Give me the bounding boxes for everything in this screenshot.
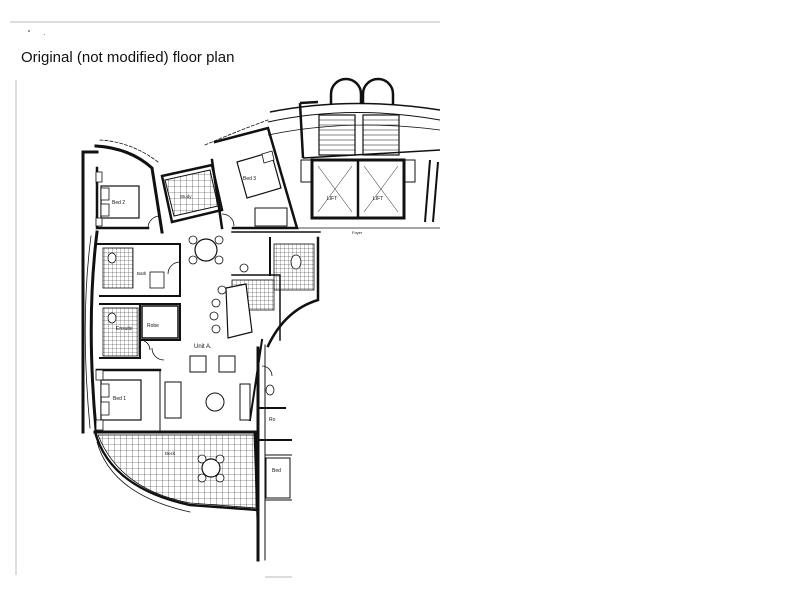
room-label-bed-east: Bed: [272, 468, 281, 474]
lift-label-2: LIFT: [373, 196, 383, 202]
room-label-bed-2: Bed 2: [112, 200, 125, 206]
foyer-label: Foyer: [352, 230, 363, 235]
unit-walls: [81, 119, 321, 562]
room-label-unit: Unit A.: [194, 344, 212, 350]
lift-label-1: LIFT: [327, 196, 337, 202]
tiled-floors: [97, 169, 315, 509]
room-label-partial: Ro: [269, 417, 276, 423]
page-edges: [10, 21, 440, 578]
room-label-robe: Robe: [147, 323, 159, 329]
door-swings: [139, 213, 273, 377]
furniture: [95, 150, 302, 499]
room-label-bed-3: Bed 3: [243, 176, 256, 182]
scan-specks: [28, 30, 45, 35]
crop-mask: [292, 0, 800, 600]
room-label-study: Study: [180, 194, 192, 199]
room-label-bath: Bath: [137, 271, 147, 276]
lift-core: [267, 77, 441, 229]
room-label-deck: Deck: [165, 451, 176, 456]
room-label-bed-1: Bed 1: [113, 396, 126, 402]
plan-caption: Original (not modified) floor plan: [21, 49, 235, 66]
room-label-ensuite: Ensuite: [116, 326, 133, 332]
